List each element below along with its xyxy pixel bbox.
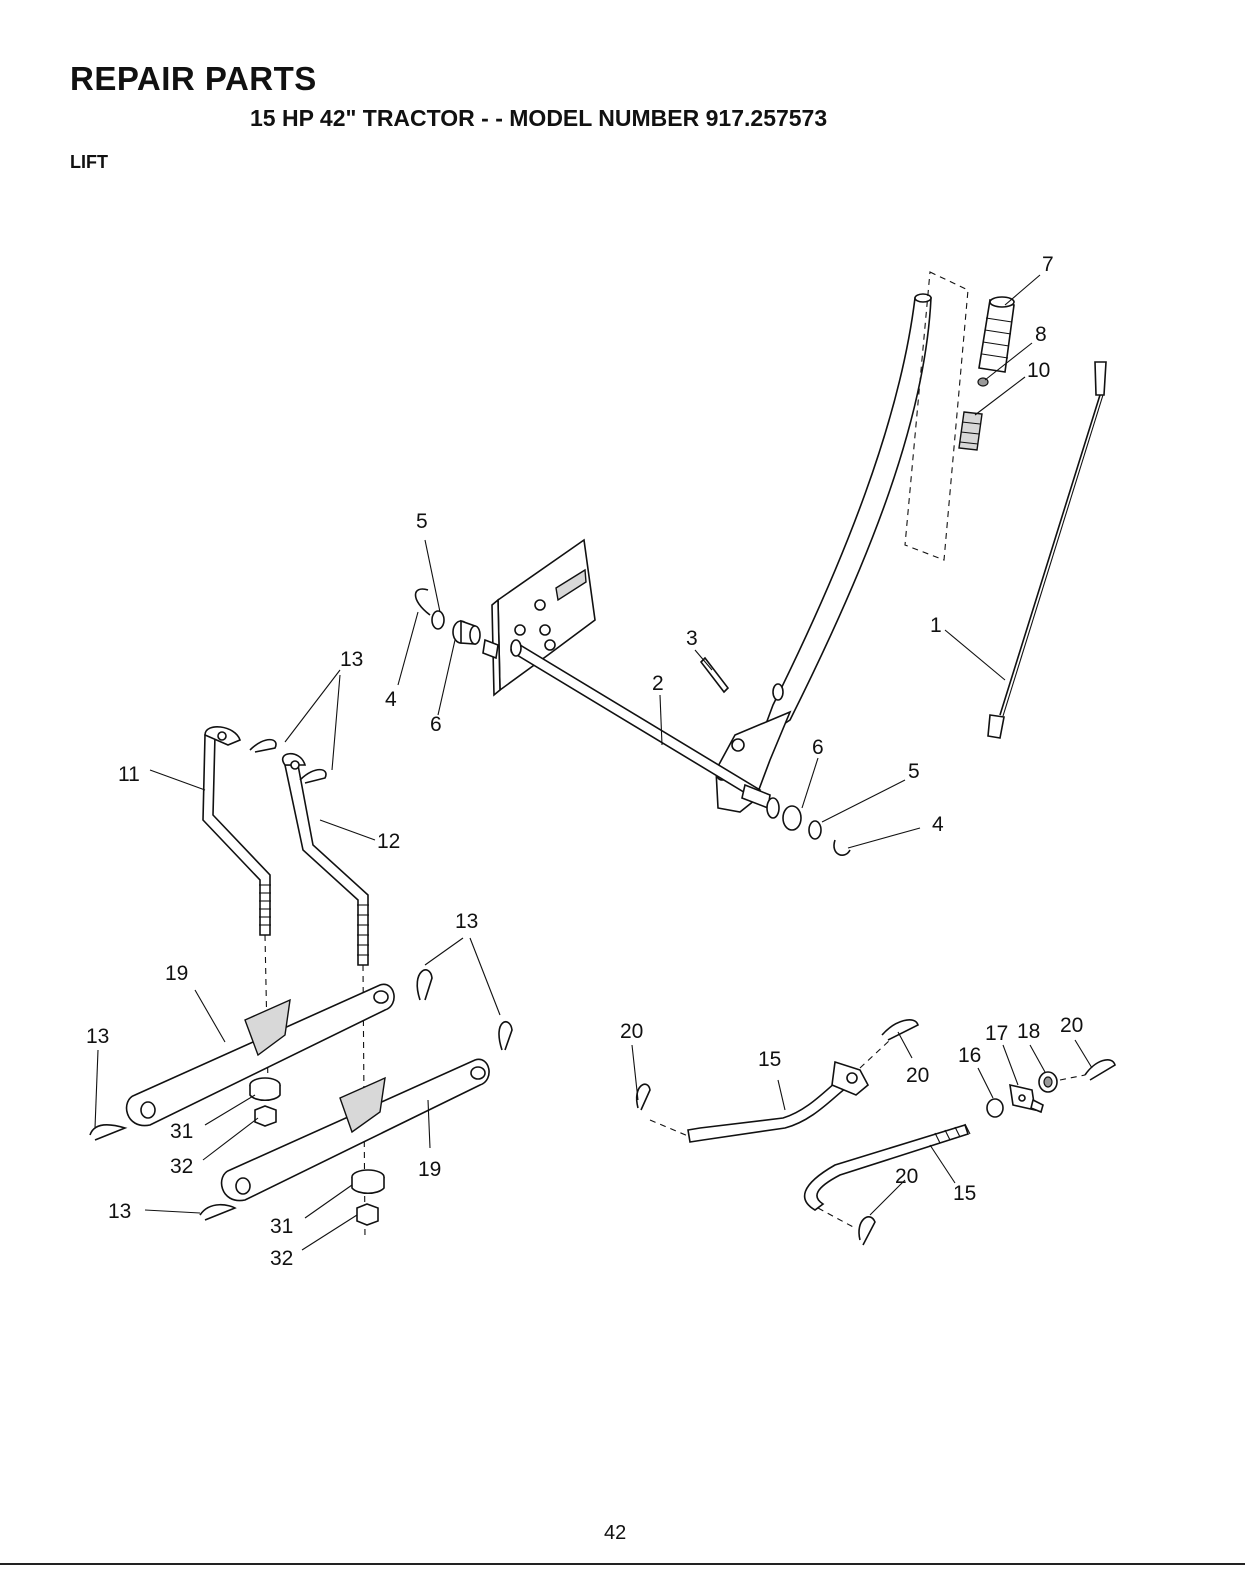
callout-13-bottom: 13 bbox=[108, 1200, 131, 1223]
bushing-right bbox=[767, 798, 801, 830]
callout-15-upper: 15 bbox=[758, 1048, 781, 1071]
callout-8: 8 bbox=[1035, 323, 1047, 346]
nut-32-upper bbox=[255, 1106, 276, 1126]
callout-31-lower: 31 bbox=[270, 1215, 293, 1238]
callout-13-top: 13 bbox=[340, 648, 363, 671]
clip-20a bbox=[637, 1084, 650, 1110]
callout-11: 11 bbox=[118, 763, 140, 786]
lift-handle bbox=[716, 294, 931, 812]
hairpin-13d bbox=[499, 1022, 512, 1050]
clip-20c-axis bbox=[1060, 1075, 1085, 1080]
callout-20-bottom: 20 bbox=[895, 1165, 918, 1188]
washer-16 bbox=[987, 1099, 1003, 1117]
callout-32-lower: 32 bbox=[270, 1247, 293, 1270]
callout-13-mid: 13 bbox=[455, 910, 478, 933]
lift-link-11 bbox=[203, 727, 271, 935]
lift-link-12 bbox=[283, 754, 369, 965]
hairpin-13c bbox=[417, 970, 432, 1000]
callout-6-left: 6 bbox=[430, 713, 442, 736]
callout-12: 12 bbox=[377, 830, 400, 853]
callout-4-right: 4 bbox=[932, 813, 944, 836]
trunnion-17 bbox=[1010, 1085, 1043, 1112]
washer-right bbox=[809, 821, 821, 839]
callout-19-upper: 19 bbox=[165, 962, 188, 985]
leader-lines bbox=[95, 275, 1092, 1250]
page-number: 42 bbox=[604, 1522, 626, 1545]
bottom-rule bbox=[0, 1563, 1245, 1565]
callout-16: 16 bbox=[958, 1044, 981, 1067]
callout-10: 10 bbox=[1027, 359, 1050, 382]
callout-2: 2 bbox=[652, 672, 664, 695]
rod-15-axis-left bbox=[650, 1120, 688, 1136]
callout-19-lower: 19 bbox=[418, 1158, 441, 1181]
grip-insert bbox=[959, 412, 982, 450]
callout-20-left: 20 bbox=[620, 1020, 643, 1043]
clip-20d bbox=[859, 1217, 875, 1245]
callout-31-upper: 31 bbox=[170, 1120, 193, 1143]
adjust-rod-15-upper bbox=[688, 1062, 868, 1142]
nut-18 bbox=[1039, 1072, 1057, 1092]
hairpin-13a bbox=[250, 740, 276, 752]
shaft-pin bbox=[701, 658, 728, 692]
callout-3: 3 bbox=[686, 627, 698, 650]
hairpin-13f bbox=[200, 1205, 235, 1220]
callout-5-left: 5 bbox=[416, 510, 428, 533]
spacer-31-upper bbox=[250, 1078, 280, 1100]
callout-4-left: 4 bbox=[385, 688, 397, 711]
callout-numbers: 7 8 10 1 5 4 6 3 2 6 5 4 13 11 12 13 19 … bbox=[86, 253, 1083, 1270]
callout-20-right: 20 bbox=[1060, 1014, 1083, 1037]
spacer-31-lower bbox=[352, 1170, 384, 1193]
nut-32-lower bbox=[357, 1204, 378, 1225]
hairpin-13b bbox=[300, 770, 326, 783]
callout-5-right: 5 bbox=[908, 760, 920, 783]
callout-15-lower: 15 bbox=[953, 1182, 976, 1205]
callout-7: 7 bbox=[1042, 253, 1054, 276]
clip-20b bbox=[882, 1020, 918, 1040]
rod-15-axis-right bbox=[860, 1040, 890, 1068]
callout-32-upper: 32 bbox=[170, 1155, 193, 1178]
callout-17: 17 bbox=[985, 1022, 1008, 1045]
rod-15-lower-axis bbox=[818, 1208, 855, 1228]
bushing-left bbox=[453, 621, 480, 644]
callout-1: 1 bbox=[930, 614, 942, 637]
callout-20-mid: 20 bbox=[906, 1064, 929, 1087]
lift-rod bbox=[988, 362, 1106, 738]
retainer-clip-left bbox=[416, 589, 431, 615]
washer-left bbox=[432, 611, 444, 629]
retainer-clip-right bbox=[834, 840, 850, 855]
callout-18: 18 bbox=[1017, 1020, 1040, 1043]
callout-6-right: 6 bbox=[812, 736, 824, 759]
callout-13-left: 13 bbox=[86, 1025, 109, 1048]
